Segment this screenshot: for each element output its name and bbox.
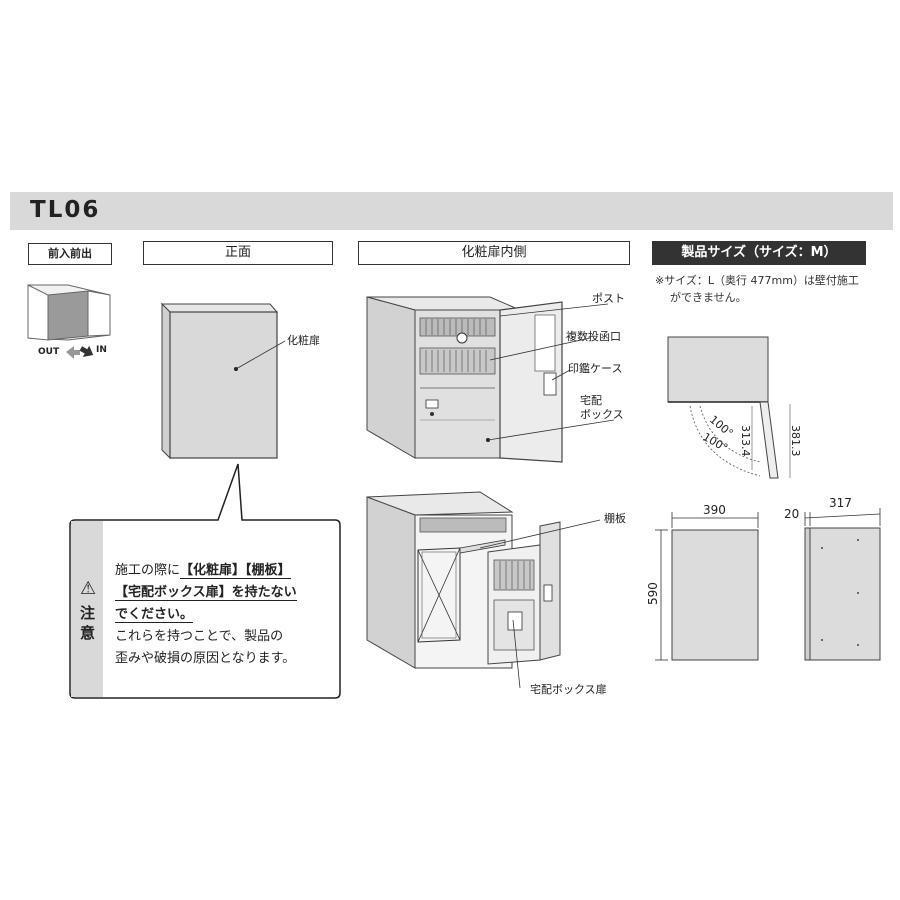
dim-381: 381.3	[789, 425, 802, 457]
orientation-icon	[27, 284, 111, 359]
caution-title-1: 注	[80, 604, 96, 622]
caution-title-2: 意	[80, 624, 96, 642]
dim-height: 590	[646, 582, 660, 605]
front-view-drawing	[160, 302, 286, 460]
box-door-callout: 宅配ボックス扉	[530, 683, 607, 696]
slot-callout: 複数投函口	[566, 330, 621, 343]
model-title: TL06	[30, 197, 101, 223]
caution-line2-bold: 【宅配ボックス扉】を持たない	[115, 585, 297, 601]
caution-bubble	[69, 463, 341, 699]
caution-line1: 施工の際に【化粧扉】【棚板】	[115, 560, 291, 581]
entry-type-label: 前入前出	[28, 243, 112, 265]
out-label: OUT	[38, 347, 60, 357]
caution-line1-bold: 【化粧扉】【棚板】	[180, 563, 291, 579]
shelf-callout: 棚板	[604, 512, 626, 525]
dim-depth: 317	[829, 496, 852, 510]
warning-icon: ⚠	[80, 578, 97, 599]
caution-line1-pre: 施工の際に	[115, 563, 181, 578]
title-bar	[10, 192, 893, 230]
delivery-box-callout-1: 宅配	[580, 394, 602, 407]
post-callout: ポスト	[592, 292, 625, 305]
inner-view-drawing-bottom	[366, 491, 601, 689]
delivery-box-callout-2: ボックス	[580, 408, 624, 421]
size-note-line2: ができません。	[670, 291, 747, 304]
dim-313: 313.4	[739, 425, 752, 457]
front-view-label: 正面	[143, 241, 333, 265]
caution-line2: 【宅配ボックス扉】を持たない	[115, 582, 297, 603]
in-label: IN	[96, 345, 107, 355]
inner-view-label: 化粧扉内側	[358, 241, 630, 265]
dimension-side-view	[804, 508, 881, 661]
size-note-line1: ※サイズ：L（奥行 477mm）は壁付施工	[655, 274, 859, 287]
caution-line5: 歪みや破損の原因となります。	[115, 651, 296, 666]
caution-line4: これらを持つことで、製品の	[115, 629, 284, 644]
dimension-front-view	[655, 512, 759, 661]
caution-line3: でください。	[115, 604, 194, 625]
size-header: 製品サイズ（サイズ：M）	[652, 241, 866, 265]
caution-line3-bold: でください。	[115, 607, 194, 623]
stamp-case-callout: 印鑑ケース	[568, 362, 623, 375]
door-swing-diagram	[667, 336, 791, 479]
dim-width: 390	[703, 503, 726, 517]
front-door-callout: 化粧扉	[287, 334, 320, 347]
dim-door: 20	[784, 507, 800, 521]
inner-view-drawing-top	[366, 296, 615, 463]
